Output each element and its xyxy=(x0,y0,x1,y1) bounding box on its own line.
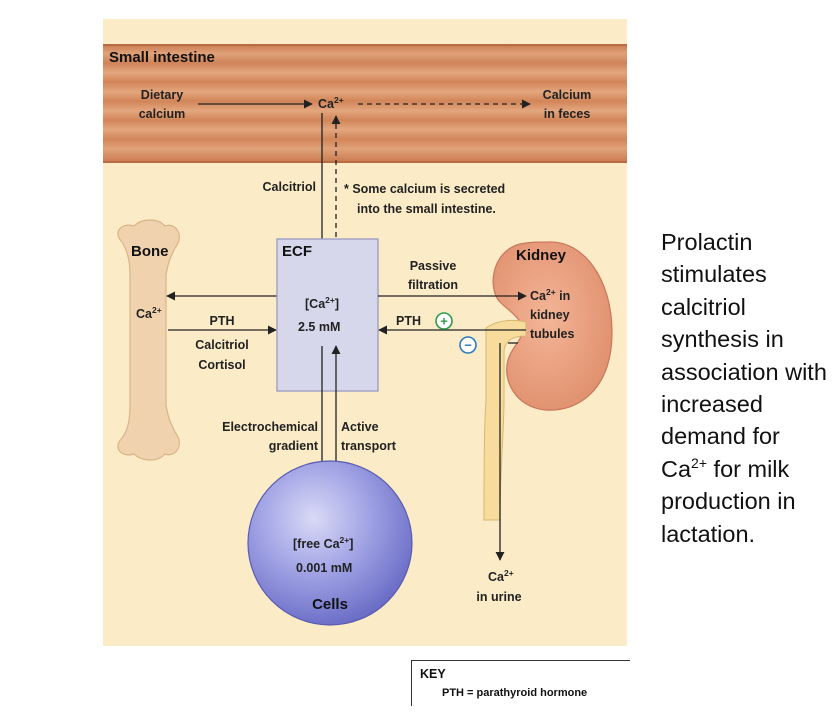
urine-label: in urine xyxy=(476,590,521,604)
secreted-note-2: into the small intestine. xyxy=(357,202,496,216)
urine-ca-label: Ca2+ xyxy=(488,568,514,584)
note-superscript: 2+ xyxy=(691,455,708,472)
active-label: Active xyxy=(341,420,379,434)
kidney-tubule xyxy=(483,319,527,521)
passive-filtration-label: Passive xyxy=(410,259,457,273)
calcium-feces-label: Calcium xyxy=(543,88,592,102)
plus-sign: + xyxy=(440,314,448,329)
secreted-note: * Some calcium is secreted xyxy=(344,182,505,196)
cells-value: 0.001 mM xyxy=(296,561,352,575)
minus-sign: − xyxy=(464,338,472,353)
cells-concentration: [free Ca2+] xyxy=(293,535,353,551)
note-text: Prolactin stimulates calcitriol synthesi… xyxy=(661,229,827,482)
small-intestine-band xyxy=(103,44,627,163)
kidney-title: Kidney xyxy=(516,247,567,264)
bone-title: Bone xyxy=(131,243,169,260)
transport-label: transport xyxy=(341,439,397,453)
key-box: KEY PTH = parathyroid hormone xyxy=(411,660,630,706)
note-text-2: for milk production in lactation. xyxy=(661,455,796,547)
bone-ca-label: Ca2+ xyxy=(136,305,162,321)
tubules-label: Ca2+ in xyxy=(530,287,570,303)
bone-calcitriol-label: Calcitriol xyxy=(195,338,249,352)
bone-cortisol-label: Cortisol xyxy=(198,358,245,372)
dietary-calcium-label: Dietary xyxy=(141,88,183,102)
key-entry: PTH = parathyroid hormone xyxy=(442,687,588,699)
ecf-concentration: [Ca2+] xyxy=(305,295,339,311)
kidney-pth-label: PTH xyxy=(396,314,421,328)
ecf-value: 2.5 mM xyxy=(298,320,340,334)
ecf-box xyxy=(276,238,379,392)
electrochemical-label: Electrochemical xyxy=(222,420,318,434)
kidney-shape xyxy=(492,241,613,411)
calcitriol-label: Calcitriol xyxy=(263,180,317,194)
cells-title: Cells xyxy=(312,596,348,613)
cells-circle xyxy=(247,460,413,626)
inhibit-icon: − xyxy=(459,336,477,354)
key-title: KEY xyxy=(420,667,446,681)
ecf-title: ECF xyxy=(282,243,312,260)
stimulate-icon: + xyxy=(435,312,453,330)
calcium-feces-label-2: in feces xyxy=(544,107,591,121)
dietary-calcium-label-2: calcium xyxy=(139,107,186,121)
tubules-label-3: tubules xyxy=(530,327,574,341)
small-intestine-title: Small intestine xyxy=(109,49,215,66)
intestine-ca-label: Ca2+ xyxy=(318,95,344,111)
prolactin-note: Prolactin stimulates calcitriol synthesi… xyxy=(661,226,831,550)
bone-pth-label: PTH xyxy=(210,314,235,328)
bone-shape xyxy=(117,219,180,461)
gradient-label: gradient xyxy=(269,439,319,453)
tubules-label-2: kidney xyxy=(530,308,570,322)
passive-filtration-label-2: filtration xyxy=(408,278,458,292)
